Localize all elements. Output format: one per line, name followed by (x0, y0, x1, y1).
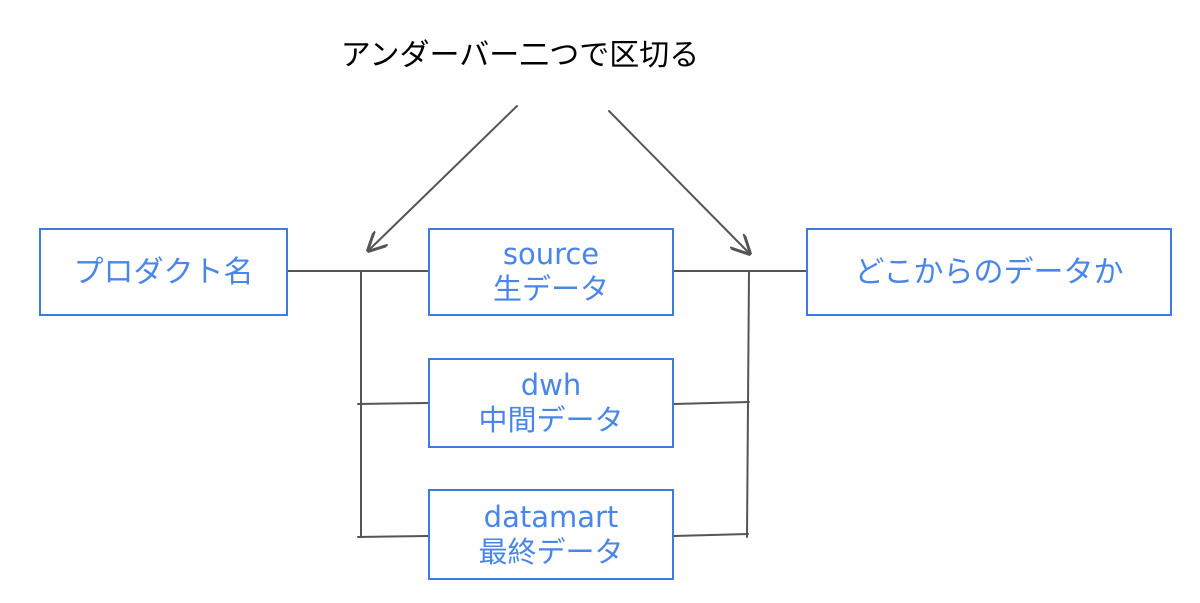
separator-caption: アンダーバー二つで区切る (340, 38, 700, 73)
layer-description: 生データ (492, 272, 609, 306)
product-name-box: プロダクト名 (39, 228, 288, 316)
layer-name: datamart (483, 499, 619, 534)
layer-name: dwh (520, 368, 582, 403)
separator-arrows (370, 105, 748, 252)
right-dwh-connector (673, 401, 750, 405)
left-separator-arrow (370, 105, 518, 249)
layer-name: source (502, 237, 600, 272)
layer-box-dwh: dwh 中間データ (428, 358, 674, 448)
layer-description: 最終データ (478, 534, 624, 569)
left-datamart-connector (357, 535, 429, 538)
data-origin-label: どこからのデータか (854, 254, 1124, 290)
data-origin-box: どこからのデータか (806, 228, 1172, 316)
layer-box-datamart: datamart 最終データ (428, 489, 674, 580)
layer-description: 中間データ (478, 403, 624, 437)
product-name-label: プロダクト名 (73, 254, 254, 290)
right-bracket (663, 270, 807, 538)
left-bracket (287, 270, 429, 538)
right-vertical-connector (746, 270, 750, 538)
layer-box-source: source 生データ (428, 228, 674, 316)
right-datamart-connector (673, 533, 749, 537)
left-dwh-connector (357, 402, 429, 405)
right-separator-arrow (608, 110, 748, 252)
